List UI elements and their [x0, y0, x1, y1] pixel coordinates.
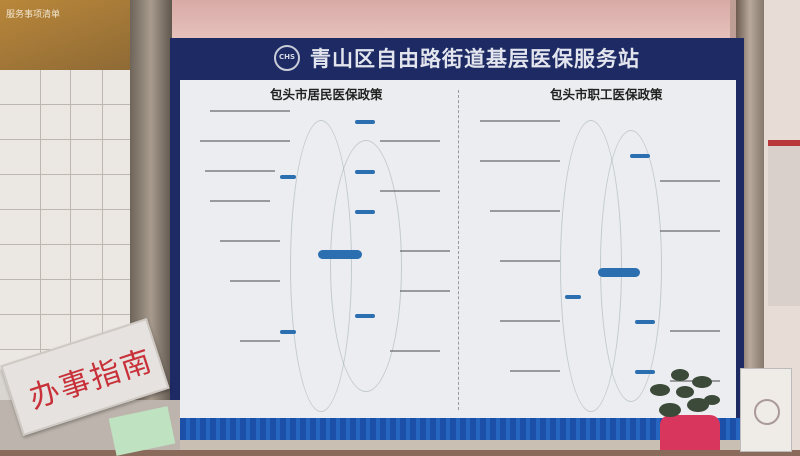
mindmap-leaf	[380, 140, 440, 142]
mindmap-node	[355, 170, 375, 174]
mindmap-leaf	[400, 290, 450, 292]
bulletin-board: CHS 青山区自由路街道基层医保服务站 包头市居民医保政策 包头市职工医保政策	[170, 38, 744, 442]
mindmap-leaf	[400, 250, 450, 252]
mindmap-branch	[330, 140, 402, 392]
panel-title-residents: 包头市居民医保政策	[270, 87, 383, 102]
mindmap-node	[630, 154, 650, 158]
mindmap-leaf	[220, 240, 280, 242]
potted-plant-icon	[650, 369, 720, 417]
mindmap-node	[280, 175, 296, 179]
left-board-table	[0, 70, 130, 370]
standing-card	[740, 368, 792, 452]
mindmap-leaf	[510, 370, 560, 372]
mindmap-leaf	[230, 280, 280, 282]
panel-divider	[458, 90, 459, 410]
mindmap-node	[355, 210, 375, 214]
mindmap-leaf	[480, 160, 560, 162]
plant-pot	[660, 415, 720, 450]
card-logo-icon	[754, 399, 780, 425]
medical-insurance-logo-icon: CHS	[274, 45, 300, 71]
mindmap-leaf	[480, 120, 560, 122]
mindmap-node	[565, 295, 581, 299]
board-bottom-strip	[170, 418, 744, 442]
mindmap-leaf	[240, 340, 280, 342]
outside-building	[768, 140, 800, 306]
center-node-employees	[598, 268, 640, 277]
mindmap-leaf	[200, 140, 290, 142]
mindmap-leaf	[205, 170, 275, 172]
panel-title-employees: 包头市职工医保政策	[550, 87, 663, 102]
window-ledge	[150, 440, 770, 450]
mindmap-leaf	[210, 200, 270, 202]
board-title: 青山区自由路街道基层医保服务站	[310, 47, 640, 71]
board-title-bar: CHS 青山区自由路街道基层医保服务站	[170, 38, 744, 78]
mindmap-node	[280, 330, 296, 334]
center-node-residents	[318, 250, 362, 259]
mindmap-leaf	[660, 230, 720, 232]
mindmap-leaf	[500, 320, 560, 322]
mindmap-leaf	[670, 330, 720, 332]
mindmap-leaf	[490, 210, 560, 212]
mindmap-leaf	[660, 180, 720, 182]
mindmap-node	[635, 320, 655, 324]
mindmap-node	[355, 314, 375, 318]
mindmap-branch	[600, 130, 662, 402]
mindmap-leaf	[500, 260, 560, 262]
wall-upper-section	[170, 0, 730, 42]
mindmap-poster: 包头市居民医保政策 包头市职工医保政策	[180, 80, 736, 418]
mindmap-leaf	[380, 190, 440, 192]
mindmap-node	[635, 370, 655, 374]
mindmap-node	[355, 120, 375, 124]
mindmap-leaf	[210, 110, 290, 112]
left-board-header: 服务事项清单	[0, 0, 130, 70]
mindmap-leaf	[390, 350, 440, 352]
